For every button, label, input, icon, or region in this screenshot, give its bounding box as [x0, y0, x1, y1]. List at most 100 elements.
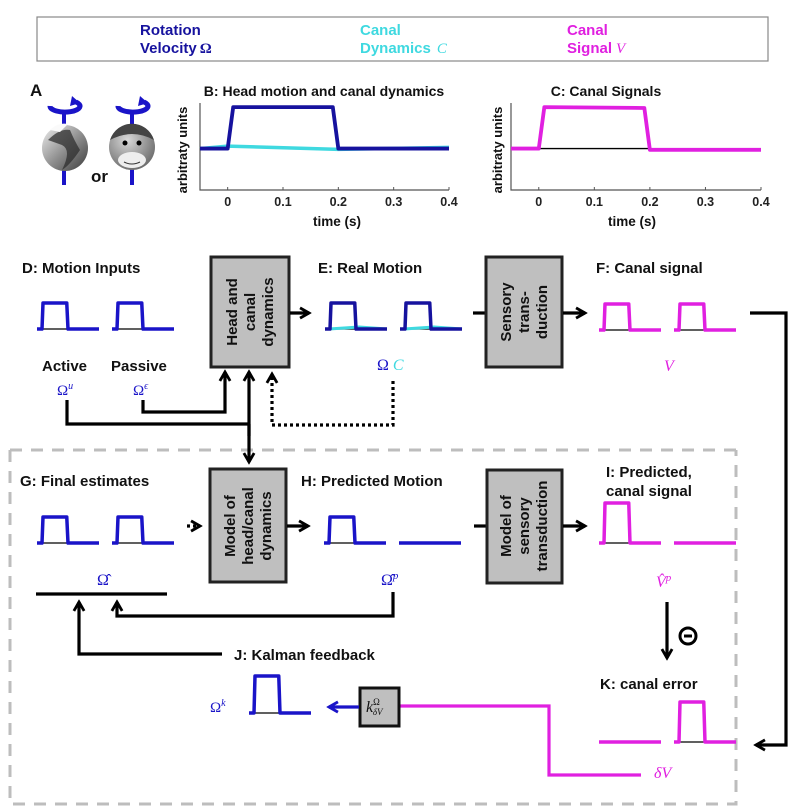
chart-c: C: Canal Signals arbitraty units time (s… [490, 83, 770, 229]
mini-pulse-h-1 [324, 515, 386, 545]
symbol-omega-k: Ωk [210, 698, 226, 716]
mini-pulse-trace [324, 515, 386, 545]
panel-i-title-line1: I: Predicted, [606, 464, 692, 481]
chart-b-xtick-label: 0.3 [385, 195, 402, 209]
chart-b-series-rotation-velocity [200, 105, 449, 151]
wire-canal-signal-to-error [750, 311, 788, 745]
chart-b-xtick-label: 0.4 [440, 195, 457, 209]
mini-pulse-trace [599, 302, 661, 332]
panel-h-title: H: Predicted Motion [301, 473, 443, 490]
box-sensory-transduction[interactable]: Sensory trans- duction [484, 255, 564, 369]
wire-error-to-gain [400, 704, 641, 777]
mini-pulse-trace [400, 301, 462, 331]
minus-sign-icon [678, 626, 698, 646]
chart-b-xtick-label: 0 [224, 195, 231, 209]
chart-c-xtick-label: 0.1 [586, 195, 603, 209]
mini-pulse-f-2 [674, 302, 736, 332]
box-head-canal-line1: Head and [224, 278, 241, 346]
symbol-omega-hat: Ω̂ [97, 572, 112, 589]
panel-j-title: J: Kalman feedback [234, 647, 376, 664]
mini-pulse-trace [249, 674, 311, 715]
symbol-omega-eps: Ωϵ [133, 381, 149, 399]
chart-c-xlabel: time (s) [608, 214, 656, 229]
symbol-omega-hat-p: Ω̂p [381, 570, 399, 589]
chart-c-xtick-label: 0 [535, 195, 542, 209]
mini-pulse-f-1 [599, 302, 661, 332]
mini-pulse-e-active [325, 301, 388, 331]
chart-c-ylabel: arbitraty units [490, 107, 505, 194]
mini-pulse-trace [112, 515, 174, 545]
chart-c-xtick-label: 0.4 [752, 195, 769, 209]
box-model-sensory-line3: transduction [534, 481, 551, 572]
box-head-canal-line2: canal [242, 293, 259, 331]
symbol-v-hat-p: V̂p [656, 572, 672, 591]
chart-b-xtick-label: 0.2 [330, 195, 347, 209]
box-model-head-line1: Model of [222, 494, 239, 557]
mini-pulse-trace [599, 501, 661, 545]
chart-b-ylabel: arbitraty units [175, 107, 190, 194]
mini-pulse-k-2 [674, 700, 736, 744]
box-model-sensory-line1: Model of [498, 494, 515, 557]
box-model-head-line3: dynamics [258, 491, 275, 560]
mini-pulse-d-passive [112, 301, 174, 331]
panel-a-label: A [30, 81, 42, 100]
chart-c-xtick-label: 0.2 [641, 195, 658, 209]
symbol-delta-v: δV [654, 765, 673, 782]
panel-d-title: D: Motion Inputs [22, 260, 140, 277]
panel-k-title: K: canal error [600, 676, 698, 693]
chart-b-axes [199, 103, 449, 191]
legend-canal-dynamics-line1: Canal [360, 22, 401, 39]
panel-a: A or [30, 81, 155, 186]
box-sensory-line1: Sensory [498, 282, 515, 342]
label-passive: Passive [111, 358, 167, 375]
wire-passive-input [141, 372, 225, 414]
legend-canal-signal-line1: Canal [567, 22, 608, 39]
box-sensory-line2: trans- [516, 291, 533, 333]
mini-pulse-trace [37, 515, 99, 545]
mini-pulse-i-1 [599, 501, 661, 545]
rotating-head-icon [42, 96, 88, 185]
box-model-head-canal[interactable]: Model of head/canal dynamics [208, 467, 288, 584]
box-model-head-line2: head/canal [240, 487, 257, 565]
internal-model-region [8, 448, 738, 806]
mini-pulse-e-passive [400, 301, 463, 331]
chart-c-axes [510, 103, 761, 191]
mini-pulse-d-active [37, 301, 99, 331]
chart-b: B: Head motion and canal dynamics arbitr… [175, 83, 458, 229]
panel-i-title-line2: canal signal [606, 483, 692, 500]
mini-pulse-trace [112, 301, 174, 331]
chart-b-title: B: Head motion and canal dynamics [204, 83, 445, 99]
wire-predicted-to-sum [117, 592, 395, 618]
mini-pulse-trace [37, 301, 99, 331]
panel-g-title: G: Final estimates [20, 473, 149, 490]
or-text: or [91, 167, 108, 186]
chart-b-xtick-label: 0.1 [274, 195, 291, 209]
wire-active-input [65, 400, 249, 426]
box-sensory-line3: duction [534, 285, 551, 339]
symbol-v: V [664, 358, 676, 375]
chart-b-xlabel: time (s) [313, 214, 361, 229]
box-model-sensory-transduction[interactable]: Model of sensory transduction [485, 468, 564, 585]
chart-c-series-canal-signal-v [511, 105, 761, 152]
mini-pulse-g-2 [112, 515, 174, 545]
mini-pulse-g-1 [37, 515, 99, 545]
mini-pulse-trace [674, 302, 736, 332]
legend-rotation-line1: Rotation [140, 22, 201, 39]
monkey-head-icon [109, 96, 155, 185]
panel-e-title: E: Real Motion [318, 260, 422, 277]
box-head-canal-dynamics[interactable]: Head and canal dynamics [209, 255, 291, 369]
mini-pulse-j [249, 674, 311, 715]
panel-f-title: F: Canal signal [596, 260, 703, 277]
box-model-sensory-line2: sensory [516, 497, 533, 555]
wire-kalman-to-sum [79, 602, 222, 656]
chart-c-title: C: Canal Signals [551, 83, 662, 99]
legend-frame [36, 16, 769, 62]
